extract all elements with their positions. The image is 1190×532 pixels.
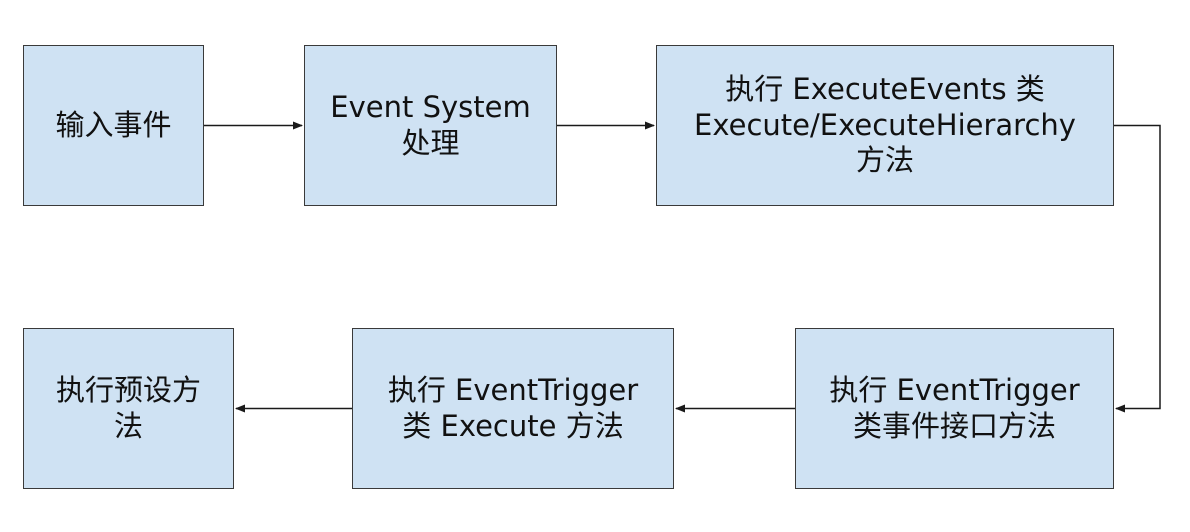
node-event-system: Event System 处理 (304, 45, 557, 206)
node-execute-events: 执行 ExecuteEvents 类 Execute/ExecuteHierar… (656, 45, 1114, 206)
node-preset-method: 执行预设方 法 (23, 328, 234, 489)
node-label: 执行 EventTrigger 类 Execute 方法 (387, 373, 639, 443)
node-eventtrigger-execute: 执行 EventTrigger 类 Execute 方法 (352, 328, 674, 489)
node-label: 输入事件 (55, 107, 172, 142)
node-label: 执行 EventTrigger 类事件接口方法 (829, 373, 1080, 443)
node-eventtrigger-interface: 执行 EventTrigger 类事件接口方法 (795, 328, 1114, 489)
node-label: 执行预设方 法 (55, 373, 201, 443)
node-label: 执行 ExecuteEvents 类 Execute/ExecuteHierar… (694, 72, 1076, 178)
node-label: Event System 处理 (330, 90, 531, 160)
edge-arrow-execute-to-interface (1114, 124, 1161, 413)
node-input-events: 输入事件 (23, 45, 204, 206)
